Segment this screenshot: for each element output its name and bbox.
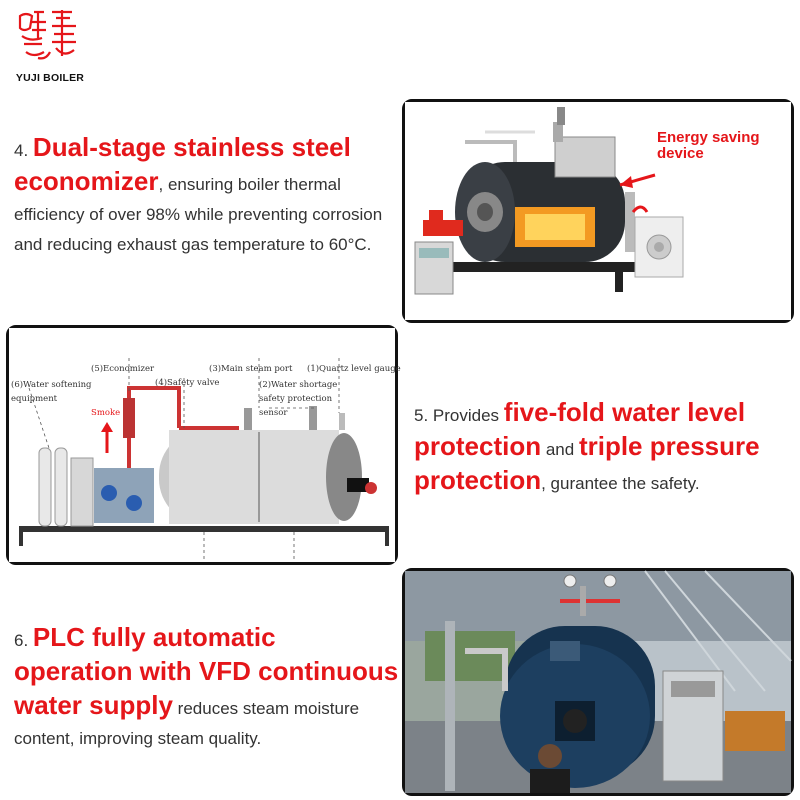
label-economizer: (5)Economizer xyxy=(91,364,155,374)
brand-name: YUJI BOILER xyxy=(15,72,85,84)
feature-5-highlight-2: triple pressure protection xyxy=(414,431,760,495)
label-water-softening: (6)Water softening equipment xyxy=(11,380,92,404)
feature-5-body: , gurantee the safety. xyxy=(541,474,700,493)
feature-4-highlight: Dual-stage stainless steel economizer xyxy=(14,132,351,196)
boiler-photo-icon xyxy=(405,102,791,320)
feature-6-number: 6. xyxy=(14,631,29,650)
yuji-seal-icon xyxy=(18,10,76,60)
factory-boiler-photo xyxy=(402,568,794,796)
feature-6-text: 6. PLC fully automatic operation with VF… xyxy=(14,622,399,754)
feature-4-body: , ensuring boiler thermal efficiency of … xyxy=(14,175,383,254)
feature-5-number: 5. Provides xyxy=(414,406,500,425)
label-quartz-level-gauge: (1)Quartz level gauge xyxy=(307,364,401,374)
feature-6-highlight: PLC fully automatic operation with VFD c… xyxy=(14,622,399,720)
boiler-diagram-icon xyxy=(9,328,395,562)
label-water-shortage-sensor: (2)Water shortage safety protection sens… xyxy=(259,380,338,418)
factory-boiler-photo-icon xyxy=(405,570,792,793)
label-main-steam-port: (3)Main steam port xyxy=(209,364,293,374)
feature-4-text: 4. Dual-stage stainless steel economizer… xyxy=(14,132,394,260)
label-safety-valve: (4)Safety valve xyxy=(155,378,220,388)
feature-5-text: 5. Provides five-fold water level protec… xyxy=(414,397,794,499)
boiler-protection-diagram: (5)Economizer (3)Main steam port (1)Quar… xyxy=(6,325,401,565)
feature-5-mid: and xyxy=(545,440,575,459)
boiler-energy-device-photo: Energy saving device xyxy=(402,99,794,323)
energy-saving-callout: Energy saving device xyxy=(657,129,760,162)
label-smoke: Smoke xyxy=(91,408,121,418)
logo: YUJI BOILER xyxy=(10,8,88,88)
feature-5-highlight-1: five-fold water level protection xyxy=(414,397,746,461)
feature-4-number: 4. xyxy=(14,141,29,160)
feature-6-body: reduces steam moisture content, improvin… xyxy=(14,699,360,748)
